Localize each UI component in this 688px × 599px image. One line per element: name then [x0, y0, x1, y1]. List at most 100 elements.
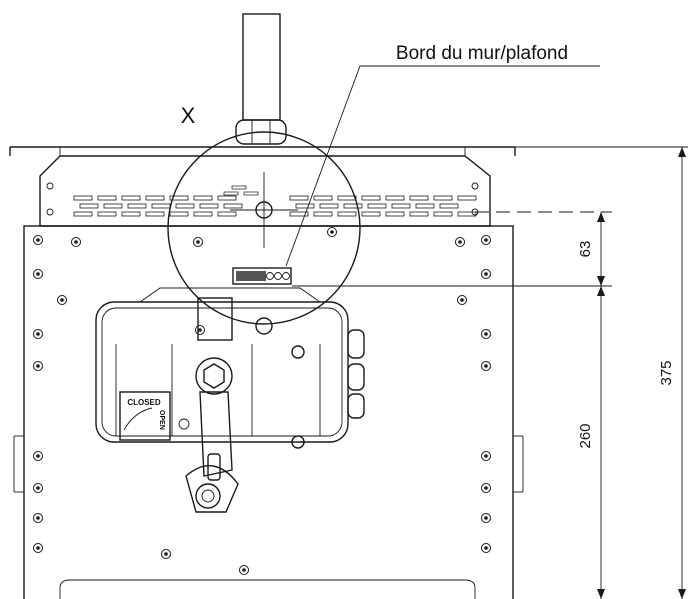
vent-slot	[127, 203, 147, 209]
screw-center	[484, 238, 488, 242]
screw	[481, 483, 491, 493]
main-plate	[13, 225, 524, 599]
screw-center	[330, 230, 334, 234]
screw-center	[36, 238, 40, 242]
operating-lever	[185, 357, 239, 513]
vent-slot	[289, 211, 309, 217]
vent-slot	[337, 211, 357, 217]
screw-center	[484, 486, 488, 490]
screw-center	[196, 240, 200, 244]
screw-center	[36, 454, 40, 458]
screw	[33, 513, 43, 523]
vent-slot	[391, 203, 411, 209]
vent-slot	[217, 211, 237, 217]
dimension-260: 260	[577, 423, 594, 448]
vent-slot	[361, 211, 381, 217]
screw-center	[484, 454, 488, 458]
screw-center	[36, 364, 40, 368]
screw-center	[484, 516, 488, 520]
screw	[481, 329, 491, 339]
detail-magnifier	[167, 131, 361, 325]
screw-center	[36, 332, 40, 336]
screw-center	[484, 272, 488, 276]
top-pipe	[235, 13, 287, 145]
edge-label: Bord du mur/plafond	[396, 43, 568, 64]
screw-center	[484, 332, 488, 336]
vent-slot	[97, 211, 117, 217]
vent-slot	[151, 203, 171, 209]
screw	[71, 237, 81, 247]
upper-plate	[39, 155, 491, 227]
screw	[481, 235, 491, 245]
screw	[57, 295, 67, 305]
vent-slot	[79, 203, 99, 209]
vent-slot	[361, 195, 381, 201]
vent-slot	[319, 203, 339, 209]
screw-center	[36, 486, 40, 490]
vent-slot	[103, 203, 123, 209]
screw	[481, 269, 491, 279]
screw-center	[484, 364, 488, 368]
vent-slot	[121, 211, 141, 217]
vent-slots	[73, 185, 477, 217]
screw	[33, 451, 43, 461]
screw	[33, 329, 43, 339]
screw-center	[36, 546, 40, 550]
vent-slot	[433, 195, 453, 201]
vent-slot	[175, 203, 195, 209]
screw	[481, 543, 491, 553]
screw-center	[74, 240, 78, 244]
vent-slot	[223, 191, 239, 196]
screw-center	[60, 298, 64, 302]
vent-slot	[145, 211, 165, 217]
vent-slot	[217, 195, 237, 201]
screw	[327, 227, 337, 237]
vent-slot	[337, 195, 357, 201]
screw	[193, 237, 203, 247]
screw	[33, 543, 43, 553]
screw-center	[460, 298, 464, 302]
vent-slot	[73, 211, 93, 217]
screw-center	[36, 516, 40, 520]
vent-slot	[289, 195, 309, 201]
vent-slot	[73, 195, 93, 201]
dimension-lines	[292, 146, 688, 599]
screw	[161, 549, 171, 559]
actuator-housing: CLOSED OPEN	[95, 287, 365, 449]
vent-slot	[313, 195, 333, 201]
screw	[33, 235, 43, 245]
screw	[455, 237, 465, 247]
vent-slot	[415, 203, 435, 209]
vent-slot	[145, 195, 165, 201]
vent-slot	[223, 203, 243, 209]
dimension-375: 375	[658, 360, 675, 385]
vent-slot	[439, 203, 459, 209]
screw	[481, 451, 491, 461]
vent-slot	[433, 211, 453, 217]
vent-slot	[409, 195, 429, 201]
screw	[33, 269, 43, 279]
vent-slot	[193, 211, 213, 217]
vent-slot	[199, 203, 219, 209]
vent-slot	[295, 203, 315, 209]
vent-slot	[313, 211, 333, 217]
vent-slot	[457, 211, 477, 217]
screw	[481, 361, 491, 371]
screw	[457, 295, 467, 305]
vent-slot	[243, 191, 259, 196]
screw	[239, 565, 249, 575]
vent-slot	[231, 185, 247, 190]
vent-slot	[409, 211, 429, 217]
vent-slot	[169, 195, 189, 201]
vent-slot	[385, 195, 405, 201]
screw-center	[242, 568, 246, 572]
x-marker: X	[181, 103, 196, 128]
screw-center	[484, 546, 488, 550]
edge-label-leader	[285, 65, 600, 267]
top-flange	[9, 146, 516, 157]
plate-screws	[33, 227, 491, 575]
screw	[33, 361, 43, 371]
dimension-63: 63	[577, 241, 594, 258]
